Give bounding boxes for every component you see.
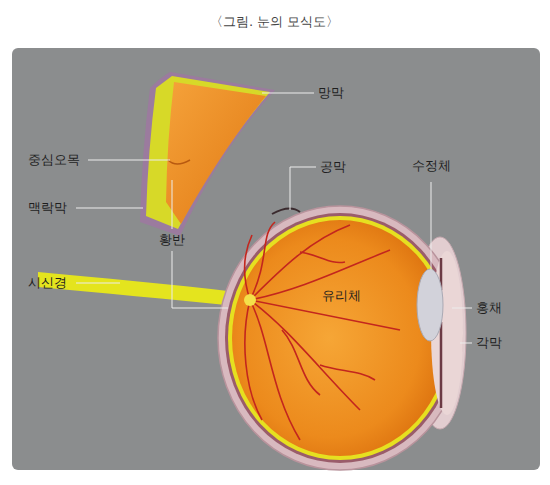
figure-title: 〈그림. 눈의 모식도〉 (210, 13, 339, 31)
part-label: 맥락막 (28, 199, 67, 217)
part-label: 유리체 (322, 287, 361, 305)
part-label: 시신경 (28, 274, 67, 292)
part-label: 홍채 (476, 299, 502, 317)
part-label: 황반 (159, 231, 185, 249)
part-label: 망막 (318, 84, 344, 102)
part-label: 중심오목 (28, 151, 80, 169)
part-label: 수정체 (412, 157, 451, 175)
part-label: 공막 (320, 158, 346, 176)
part-label: 각막 (476, 334, 502, 352)
